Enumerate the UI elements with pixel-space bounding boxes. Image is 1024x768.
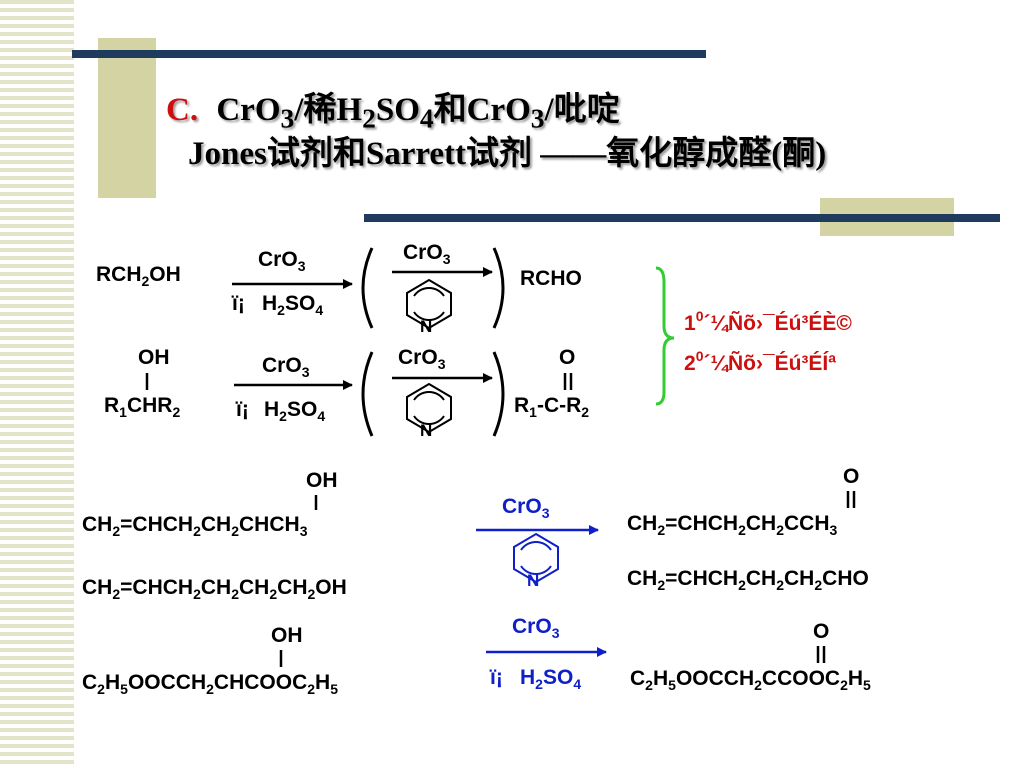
reaction1-reagent-bottom: H2SO4 xyxy=(262,292,324,318)
reaction2-alt-reagent: CrO3 xyxy=(398,346,446,372)
page-subtitle: Jones试剂和Sarrett试剂 ——氧化醇成醛(酮) xyxy=(188,136,827,172)
reaction2-product-o: O xyxy=(559,346,576,369)
example3-product: C2H5OOCCH2CCOOC2H5 xyxy=(630,667,871,693)
example3-product-o: O xyxy=(813,620,830,643)
example1-reactant: CH2=CHCH2CH2CHCH3 xyxy=(82,513,308,539)
example1-pyridine-ring xyxy=(513,532,559,584)
example1-product: CH2=CHCH2CH2CCH3 xyxy=(627,512,838,538)
example2-product: CH2=CHCH2CH2CH2CHO xyxy=(627,567,869,593)
note-secondary-alcohol: 20´¼Ñõ›¯Éú³ÉÍª xyxy=(684,348,837,375)
example1-pyridine-inner xyxy=(520,541,552,575)
reaction2-product: R1-C-R2 xyxy=(514,394,590,420)
example3-reagent-bottom: H2SO4 xyxy=(520,666,582,692)
example3-reactant: C2H5OOCCH2CHCOOC2H5 xyxy=(82,671,339,697)
notes-brace xyxy=(655,266,675,406)
bottom-rule xyxy=(364,214,1000,222)
example3-oh: OH xyxy=(271,624,303,647)
reaction2-reagent-top: CrO3 xyxy=(262,354,310,380)
reaction1-pyridine-ring xyxy=(406,278,452,330)
note-primary-alcohol: 10´¼Ñõ›¯Éú³ÉÈ© xyxy=(684,308,852,335)
striped-margin xyxy=(0,0,74,768)
example3-reagent-top: CrO3 xyxy=(512,615,560,641)
example1-oh: OH xyxy=(306,469,338,492)
reaction2-reactant: R1CHR2 xyxy=(104,394,181,420)
reaction2-close-paren xyxy=(492,351,505,437)
reaction2-open-paren xyxy=(361,351,374,437)
example1-product-o: O xyxy=(843,465,860,488)
example2-reactant: CH2=CHCH2CH2CH2CH2OH xyxy=(82,576,347,602)
page-title: C. CrO3/稀H2SO4和CrO3/吡啶 xyxy=(166,94,620,132)
reaction1-product: RCHO xyxy=(520,267,582,290)
tan-block-top xyxy=(98,38,156,198)
top-rule xyxy=(72,50,706,58)
example1-reagent: CrO3 xyxy=(502,495,550,521)
reaction1-reagent-sep: ï¡ xyxy=(232,292,245,315)
reaction1-close-paren xyxy=(492,247,505,329)
reaction2-oh: OH xyxy=(138,346,170,369)
reaction2-pyridine-ring xyxy=(406,382,452,434)
title-line1: CrO3/稀H2SO4和CrO3/吡啶 xyxy=(216,92,620,134)
reaction1-reactant: RCH2OH xyxy=(96,263,181,289)
reaction2-reagent-sep: ï¡ xyxy=(236,398,249,421)
reaction2-reagent-bottom: H2SO4 xyxy=(264,398,326,424)
reaction1-reagent-top: CrO3 xyxy=(258,248,306,274)
example3-reagent-sep: ï¡ xyxy=(490,666,503,689)
reaction1-pyridine-inner xyxy=(413,287,445,321)
reaction1-alt-reagent: CrO3 xyxy=(403,241,451,267)
reaction2-pyridine-inner xyxy=(413,391,445,425)
reaction1-open-paren xyxy=(361,247,374,329)
title-label: C. xyxy=(166,92,199,128)
